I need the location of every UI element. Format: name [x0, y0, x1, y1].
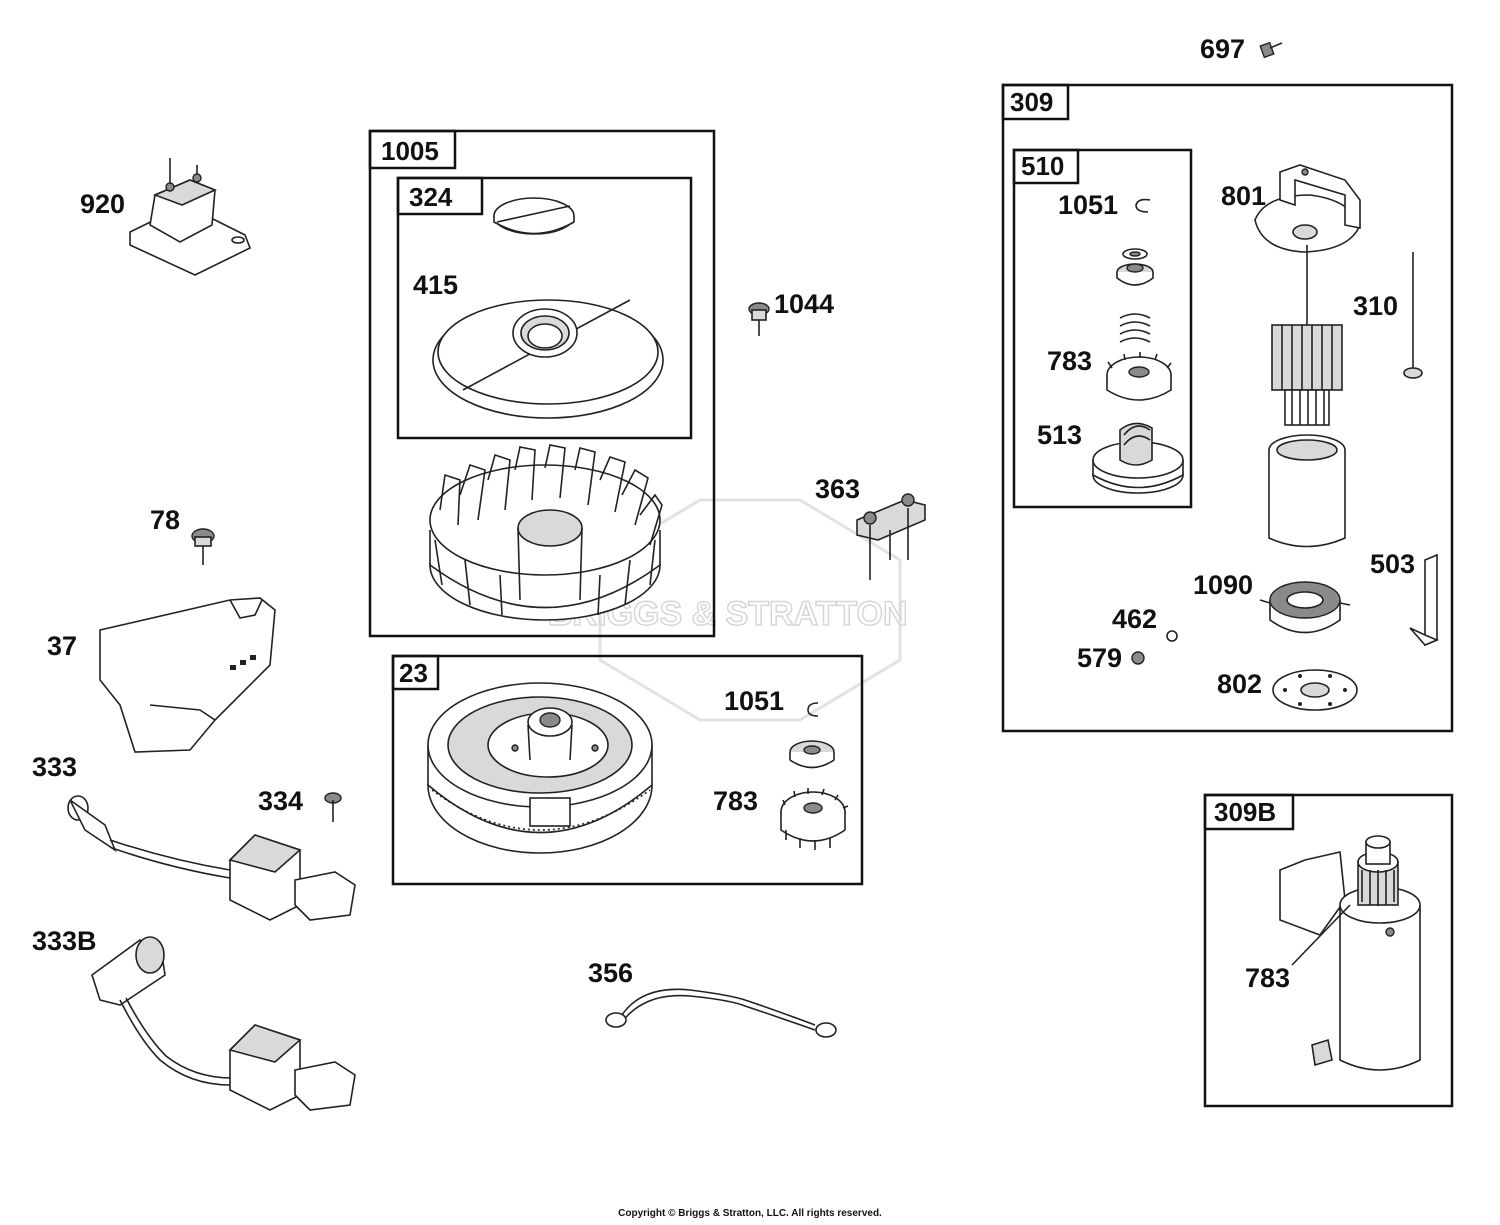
baffle-37-icon[interactable] — [99, 597, 276, 753]
gear-783-flywheel-icon[interactable] — [780, 788, 849, 850]
label-310[interactable]: 310 — [1353, 291, 1398, 321]
part-labels: 697 920 415 1044 363 78 37 333 334 333B … — [32, 34, 1415, 993]
label-783-starter[interactable]: 783 — [1047, 346, 1092, 376]
label-503[interactable]: 503 — [1370, 549, 1415, 579]
cap-flywheel-icon[interactable] — [789, 740, 835, 769]
endplate-801-icon[interactable] — [1254, 164, 1361, 253]
label-333b[interactable]: 333B — [32, 926, 97, 956]
label-415[interactable]: 415 — [413, 270, 458, 300]
group-309b-label: 309B — [1214, 797, 1276, 827]
label-697[interactable]: 697 — [1200, 34, 1245, 64]
leader-783-309b — [1291, 904, 1351, 966]
fan-1005-icon[interactable] — [429, 444, 663, 621]
nut-579-icon[interactable] — [1131, 651, 1145, 665]
screen-415-icon[interactable] — [432, 299, 664, 419]
label-334[interactable]: 334 — [258, 786, 303, 816]
label-1044[interactable]: 1044 — [774, 289, 834, 319]
starter-309b-icon[interactable] — [1279, 835, 1421, 1071]
copyright-notice: Copyright © Briggs & Stratton, LLC. All … — [618, 1208, 882, 1219]
label-1090[interactable]: 1090 — [1193, 570, 1253, 600]
label-37[interactable]: 37 — [47, 631, 77, 661]
screw-334-icon[interactable] — [324, 792, 342, 822]
label-1051-flywheel[interactable]: 1051 — [724, 686, 784, 716]
washer-starter-icon[interactable] — [1122, 248, 1148, 260]
armature-333-icon[interactable] — [67, 795, 356, 921]
group-1005[interactable]: 1005 — [368, 129, 716, 638]
brush-holder-1090-icon[interactable] — [1259, 581, 1351, 634]
label-802[interactable]: 802 — [1217, 669, 1262, 699]
label-363[interactable]: 363 — [815, 474, 860, 504]
bolt-697-icon[interactable] — [1259, 41, 1283, 59]
label-356[interactable]: 356 — [588, 958, 633, 988]
label-333[interactable]: 333 — [32, 752, 77, 782]
label-783-flywheel[interactable]: 783 — [713, 786, 758, 816]
label-513[interactable]: 513 — [1037, 420, 1082, 450]
strip-503-icon[interactable] — [1409, 553, 1440, 647]
group-23[interactable]: 23 — [391, 654, 864, 886]
frame-starter-icon[interactable] — [1268, 434, 1346, 548]
flywheel-23-icon[interactable] — [427, 682, 653, 854]
clip-1051-starter-icon[interactable] — [1135, 198, 1151, 213]
label-462[interactable]: 462 — [1112, 604, 1157, 634]
drive-513-icon[interactable] — [1092, 422, 1184, 494]
cap-starter-icon[interactable] — [1116, 263, 1154, 286]
label-1051-starter[interactable]: 1051 — [1058, 190, 1118, 220]
group-510-label: 510 — [1021, 151, 1064, 181]
label-783-309b[interactable]: 783 — [1245, 963, 1290, 993]
label-920[interactable]: 920 — [80, 189, 125, 219]
cap-324-icon[interactable] — [493, 197, 575, 235]
label-801[interactable]: 801 — [1221, 181, 1266, 211]
washer-462-icon[interactable] — [1166, 630, 1178, 642]
label-78[interactable]: 78 — [150, 505, 180, 535]
ground-wire-356-icon[interactable] — [605, 988, 837, 1038]
bolt-1044-icon[interactable] — [748, 302, 770, 336]
group-324-label: 324 — [409, 182, 453, 212]
group-309[interactable]: 309 — [1001, 83, 1454, 733]
spring-starter-icon[interactable] — [1119, 313, 1151, 343]
bracket-363-icon[interactable] — [856, 493, 926, 580]
clip-1051-flywheel-icon[interactable] — [807, 702, 819, 717]
group-510[interactable]: 510 — [1012, 148, 1193, 509]
gear-783-starter-icon[interactable] — [1106, 352, 1172, 401]
armature-starter-icon[interactable] — [1271, 245, 1343, 426]
thrubolt-310-icon[interactable] — [1403, 252, 1423, 379]
group-309b[interactable]: 309B — [1203, 793, 1454, 1108]
group-1005-label: 1005 — [381, 136, 439, 166]
group-324[interactable]: 324 — [396, 176, 693, 440]
group-309-label: 309 — [1010, 87, 1053, 117]
group-23-label: 23 — [399, 658, 428, 688]
plate-802-icon[interactable] — [1272, 669, 1358, 711]
label-579[interactable]: 579 — [1077, 643, 1122, 673]
solenoid-920-icon[interactable] — [129, 158, 252, 276]
armature-333b-icon[interactable] — [91, 936, 356, 1111]
bolt-78-icon[interactable] — [191, 528, 215, 565]
